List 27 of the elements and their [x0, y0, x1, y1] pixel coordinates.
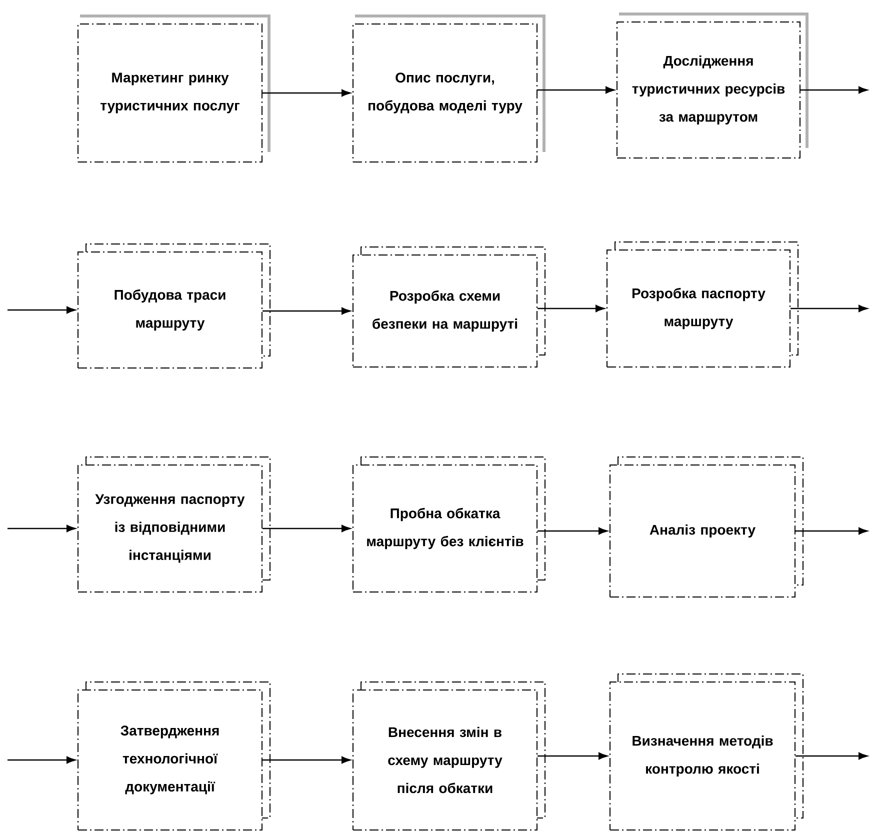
process-box: Розробка паспорту маршруту: [606, 242, 798, 368]
arrow: [538, 527, 608, 535]
arrow: [796, 527, 868, 535]
arrow: [538, 752, 608, 760]
process-box: Пробна обкатка маршруту без клієнтів: [352, 456, 546, 592]
process-box: Маркетинг ринку туристичних послуг: [78, 14, 270, 162]
arrow: [8, 524, 76, 532]
process-box: Затвердження технологічної документації: [78, 682, 270, 830]
process-box: Дослідження туристичних ресурсів за маршрутом: [616, 12, 808, 158]
process-box: Внесення змін в схему маршруту після обкатки: [352, 682, 546, 830]
arrow: [800, 86, 868, 94]
arrow: [790, 304, 868, 312]
arrow: [8, 306, 76, 314]
process-box: Розробка схеми безпеки на маршруті: [352, 246, 546, 368]
arrow: [262, 524, 351, 532]
arrow: [538, 304, 605, 312]
arrow: [8, 756, 76, 764]
arrow: [796, 752, 868, 760]
process-box: Побудова траси маршруту: [78, 244, 270, 368]
arrow: [538, 86, 615, 94]
arrow: [262, 89, 351, 97]
process-box: Опис послуги, побудова моделі туру: [352, 14, 546, 162]
arrow: [262, 756, 351, 764]
process-box: Аналіз проекту: [610, 456, 804, 598]
arrow: [262, 307, 351, 315]
process-box: Визначення методів контролю якості: [610, 674, 804, 830]
process-box: Узгодження паспорту із відповідними інстанціями: [78, 456, 270, 592]
